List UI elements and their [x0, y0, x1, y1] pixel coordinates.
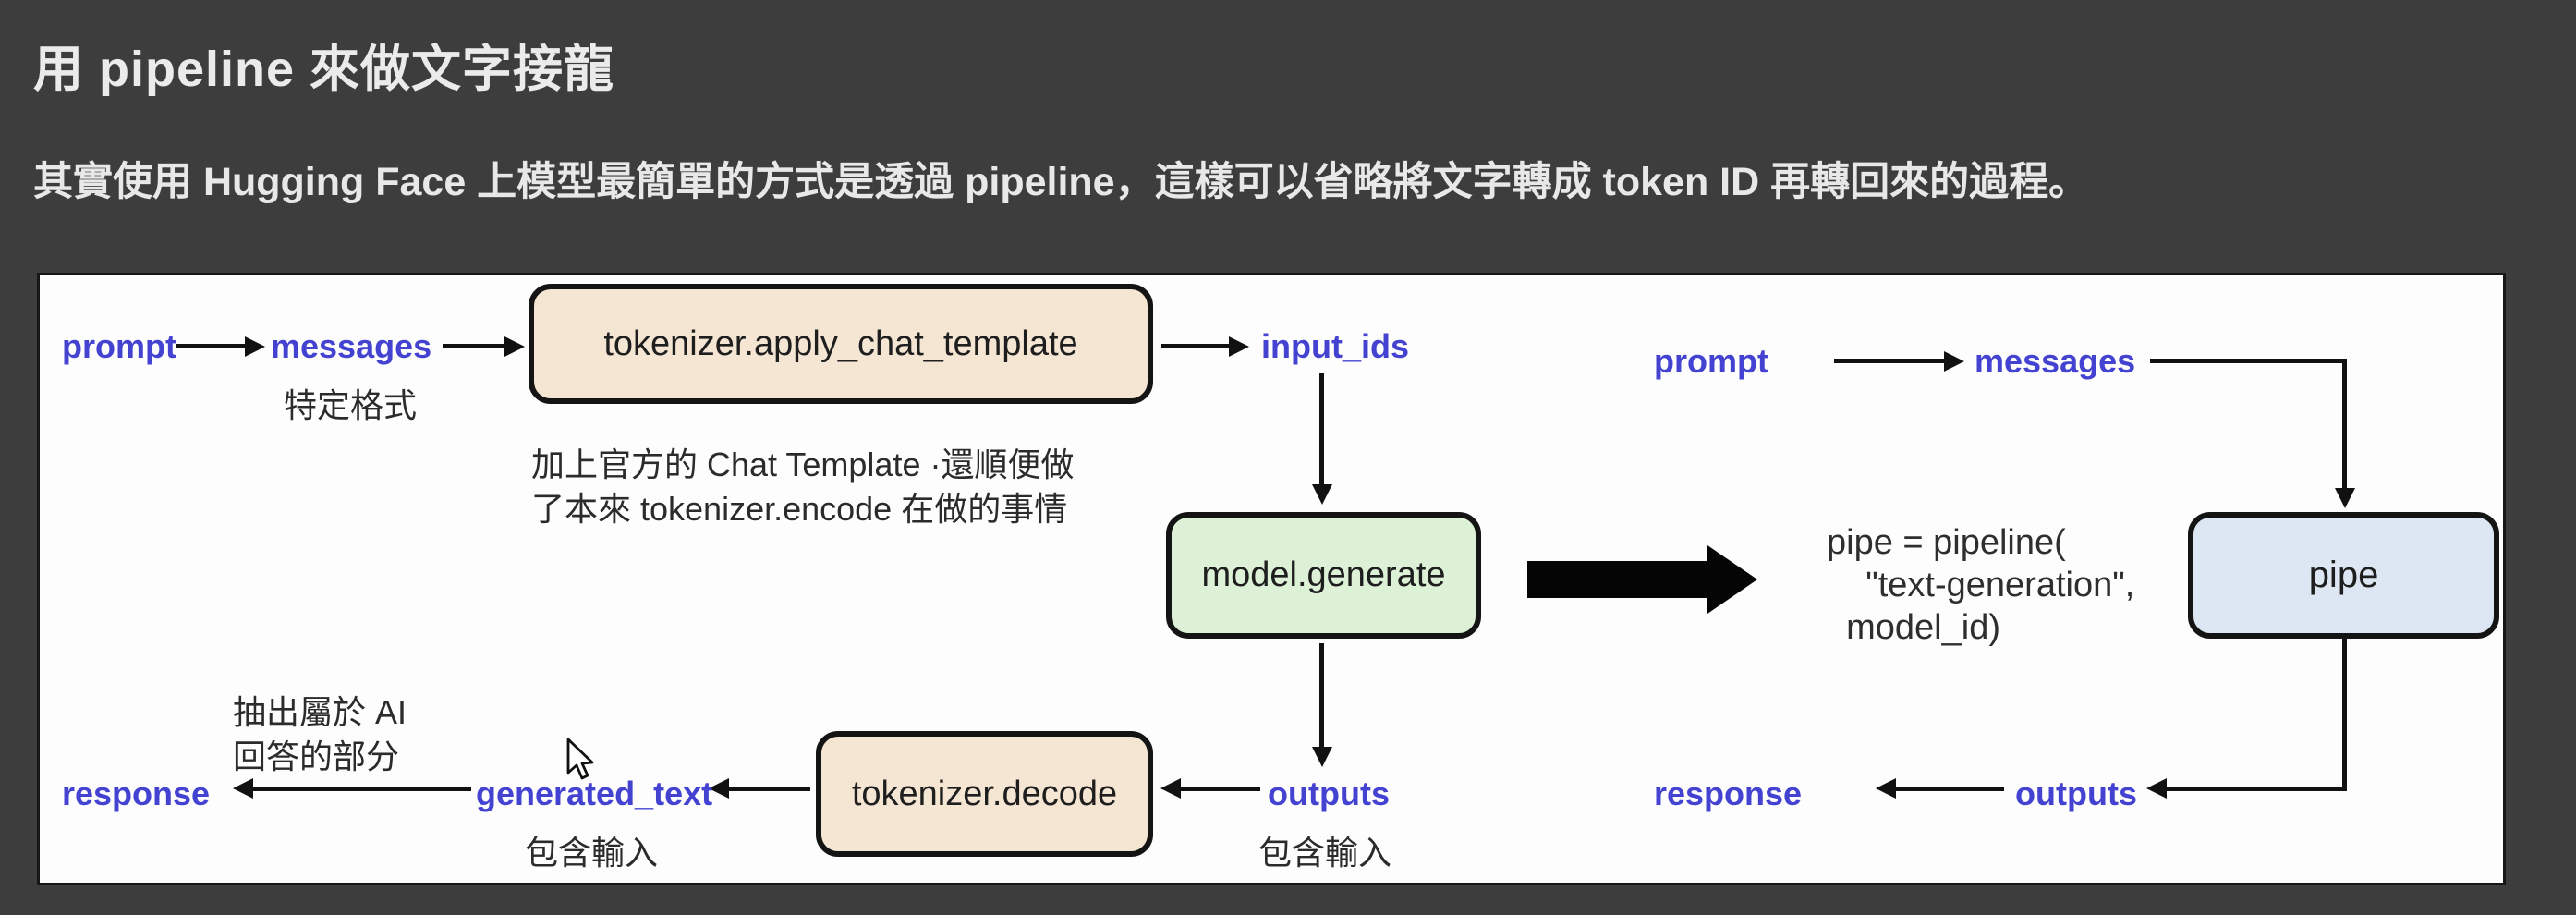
note-template-line2: 了本來 tokenizer.encode 在做的事情 — [531, 490, 1068, 528]
box-tokenizer-decode: tokenizer.decode — [816, 731, 1153, 857]
label-outputs-left: outputs — [1268, 775, 1390, 812]
box-pipe: pipe — [2188, 512, 2499, 639]
label-generated-text: generated_text — [476, 775, 713, 812]
label-outputs-right: outputs — [2015, 775, 2137, 812]
note-messages-format: 特定格式 — [284, 386, 418, 424]
code-line-1: pipe = pipeline( — [1827, 523, 2066, 562]
label-input-ids: input_ids — [1261, 327, 1409, 365]
label-response-left: response — [62, 775, 211, 812]
page-title: 用 pipeline 來做文字接龍 — [33, 42, 615, 97]
label-messages-right: messages — [1975, 342, 2136, 380]
box-model-generate: model.generate — [1166, 512, 1481, 639]
label-prompt-left: prompt — [62, 327, 176, 365]
page-subtitle: 其實使用 Hugging Face 上模型最簡單的方式是透過 pipeline，… — [33, 160, 2089, 204]
note-outputs-contains-input: 包含輸入 — [1258, 834, 1392, 872]
diagram-panel: prompt messages 特定格式 tokenizer.apply_cha… — [37, 273, 2506, 885]
note-extract-ai-line2: 回答的部分 — [233, 738, 400, 775]
label-messages-left: messages — [271, 327, 432, 365]
box-apply-chat-template: tokenizer.apply_chat_template — [529, 284, 1153, 404]
note-extract-ai-line1: 抽出屬於 AI — [233, 693, 407, 731]
mouse-cursor-icon — [565, 738, 598, 788]
code-line-3: model_id) — [1827, 608, 2000, 647]
note-generated-contains-input: 包含輸入 — [525, 834, 659, 872]
code-snippet: pipe = pipeline( "text-generation", mode… — [1827, 521, 2134, 649]
code-line-2: "text-generation", — [1827, 566, 2135, 604]
note-template-line1: 加上官方的 Chat Template ·還順便做 — [531, 445, 1075, 483]
label-prompt-right: prompt — [1654, 342, 1768, 380]
label-response-right: response — [1654, 775, 1803, 812]
